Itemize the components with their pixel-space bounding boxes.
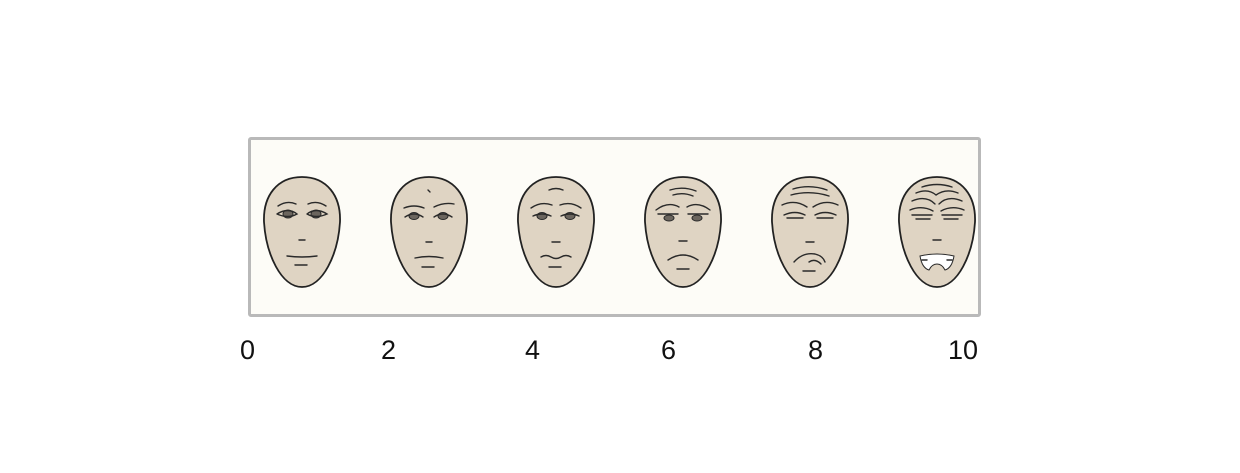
faces-pain-scale-panel	[248, 137, 981, 317]
no-hurt-face-icon	[263, 176, 341, 288]
hurts-whole-lot-face-icon	[771, 176, 849, 288]
hurts-worst-face-icon	[898, 176, 976, 288]
scale-label-0: 0	[240, 335, 256, 365]
hurts-little-more-face-icon	[517, 176, 595, 288]
hurts-little-bit-face-icon	[390, 176, 468, 288]
scale-label-2: 2	[381, 335, 397, 365]
hurts-even-more-face-icon	[644, 176, 722, 288]
scale-label-4: 4	[525, 335, 541, 365]
scale-label-8: 8	[808, 335, 824, 365]
scale-label-10: 10	[948, 335, 979, 365]
scale-label-6: 6	[661, 335, 677, 365]
